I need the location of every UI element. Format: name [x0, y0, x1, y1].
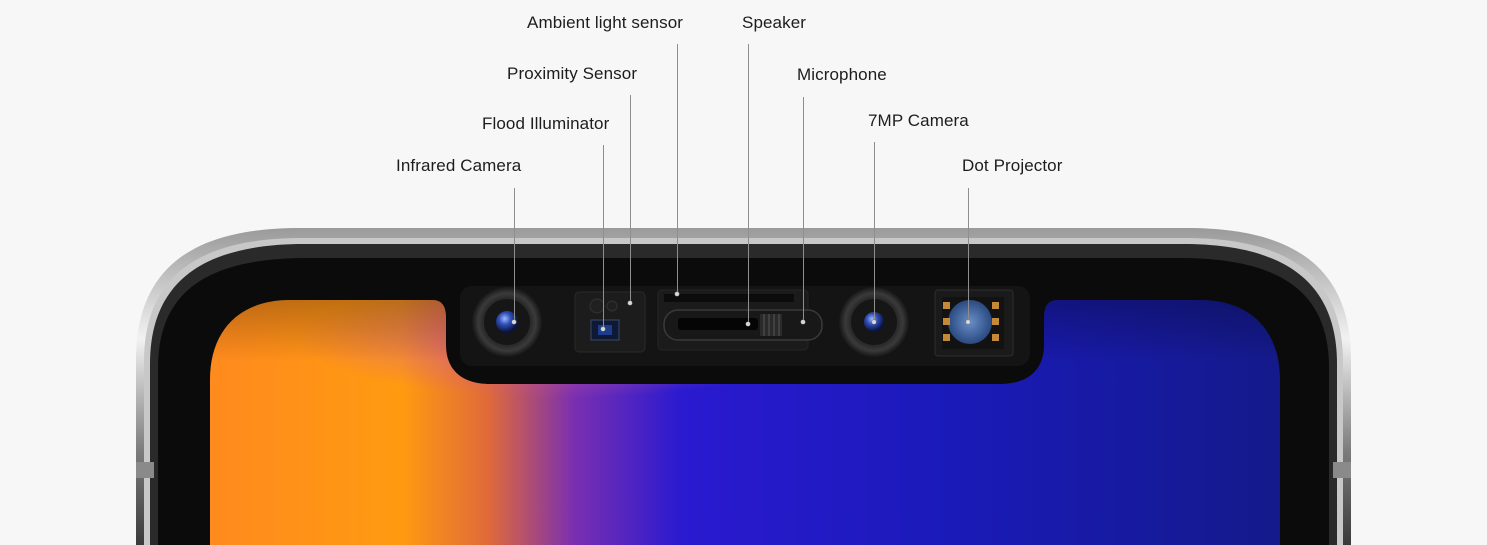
endpoint-ambient-light-sensor — [675, 292, 679, 296]
leader-speaker — [748, 44, 749, 324]
dot-projector-module — [934, 289, 1014, 357]
endpoint-7mp-camera — [872, 320, 876, 324]
leader-proximity-sensor — [630, 95, 631, 303]
leader-infrared-camera — [514, 188, 515, 322]
label-flood-illuminator: Flood Illuminator — [482, 114, 610, 133]
label-speaker: Speaker — [742, 13, 807, 32]
leader-flood-illuminator — [603, 145, 604, 329]
speaker-module — [657, 289, 823, 351]
leader-microphone — [803, 97, 804, 322]
flood-illuminator-module — [574, 291, 646, 353]
label-ambient-light-sensor: Ambient light sensor — [527, 13, 684, 32]
endpoint-microphone — [801, 320, 805, 324]
label-proximity-sensor: Proximity Sensor — [507, 64, 638, 83]
endpoint-flood-illuminator — [601, 327, 605, 331]
label-dot-projector: Dot Projector — [962, 156, 1063, 175]
endpoint-proximity-sensor — [628, 301, 632, 305]
endpoint-speaker — [746, 322, 750, 326]
leader-dot-projector — [968, 188, 969, 322]
leader-7mp-camera — [874, 142, 875, 322]
label-7mp-camera: 7MP Camera — [868, 111, 969, 130]
endpoint-dot-projector — [966, 320, 970, 324]
label-microphone: Microphone — [797, 65, 887, 84]
leader-ambient-light-sensor — [677, 44, 678, 294]
label-infrared-camera: Infrared Camera — [396, 156, 522, 175]
infrared-camera-module — [471, 286, 543, 358]
endpoint-infrared-camera — [512, 320, 516, 324]
